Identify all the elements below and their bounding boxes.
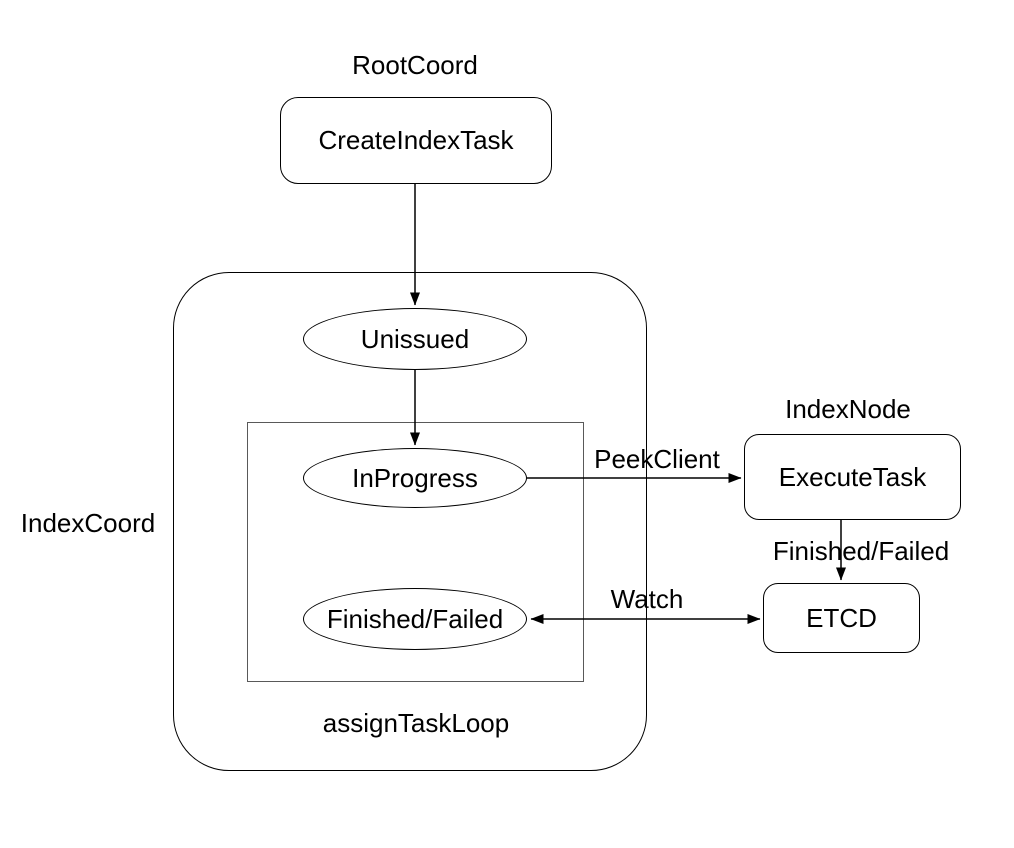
node-finished-failed-label: Finished/Failed [326,603,504,634]
node-unissued-label: Unissued [360,323,470,354]
index-coord-container [173,272,647,771]
finished-failed-edge-label: Finished/Failed [772,536,950,566]
node-create-index-task: CreateIndexTask [280,97,552,184]
node-etcd: ETCD [763,583,920,653]
root-coord-label: RootCoord [352,50,478,80]
node-execute-task-label: ExecuteTask [778,461,927,492]
node-execute-task: ExecuteTask [744,434,961,520]
peek-client-edge-label: PeekClient [594,444,720,474]
node-in-progress: InProgress [303,448,527,508]
index-coord-label: IndexCoord [20,508,156,538]
node-unissued: Unissued [303,308,527,370]
index-node-label: IndexNode [785,394,911,424]
node-etcd-label: ETCD [806,602,877,633]
node-finished-failed: Finished/Failed [303,588,527,650]
watch-edge-label: Watch [610,584,684,614]
assign-task-loop-label: assignTaskLoop [322,708,510,738]
node-create-index-task-label: CreateIndexTask [318,125,514,155]
node-in-progress-label: InProgress [352,462,478,493]
